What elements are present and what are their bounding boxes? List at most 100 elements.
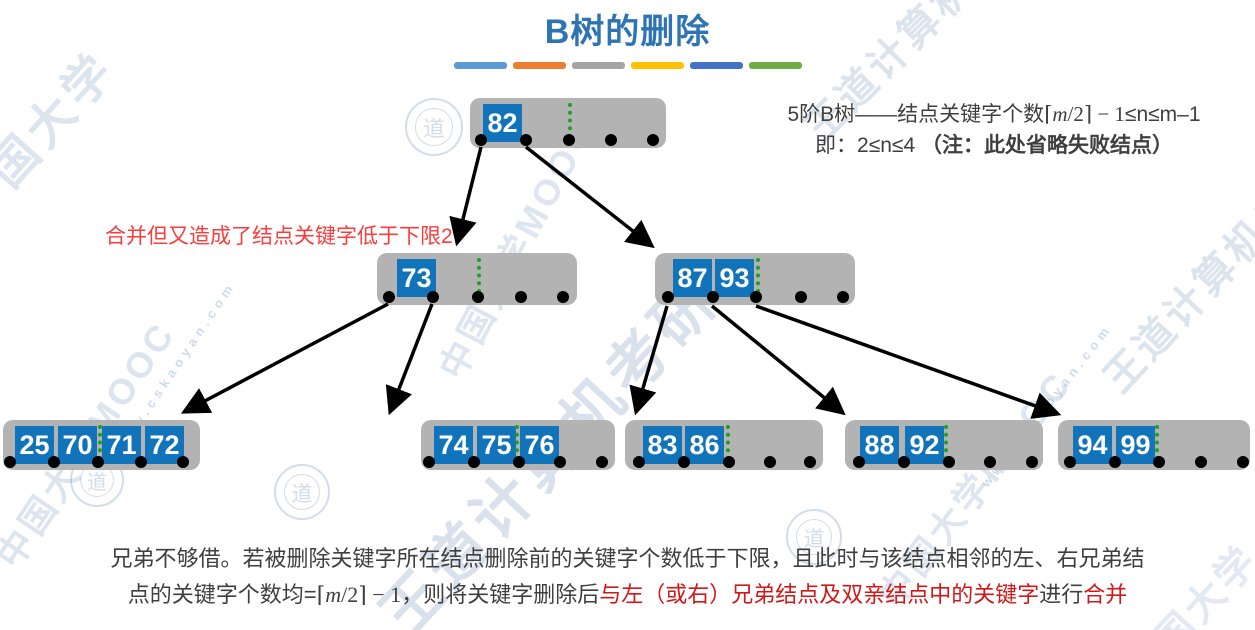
child-pointer-dot [596,456,608,468]
btree-node-node-73: 73 [377,253,577,305]
title-accent-bars [0,62,1255,69]
btree-key-25: 25 [15,426,54,464]
lower-limit-divider [98,425,102,460]
btree-rule-note: 5阶B树——结点关键字个数⌈m/2⌉ − 1≤n≤m–1 即：2≤n≤4 （注：… [739,99,1249,161]
btree-key-75: 75 [477,426,516,464]
child-pointer-dot [1026,456,1038,468]
accent-bar [630,62,684,69]
formula-m-2: m [325,582,342,607]
child-pointer-dot [475,134,487,146]
child-pointer-dot [557,291,569,303]
btree-key-99: 99 [1116,426,1155,464]
accent-bar [571,62,625,69]
child-pointer-dot [837,291,849,303]
child-pointer-dot [1064,456,1076,468]
rule-line-2: 即：2≤n≤4 （注：此处省略失败结点） [739,130,1249,161]
child-pointer-dot [647,134,659,146]
child-pointer-dot [943,456,955,468]
btree-key-82: 82 [483,104,522,142]
explanation-line-1: 兄弟不够借。若被删除关键字所在结点删除前的关键字个数低于下限，且此时与该结点相邻… [110,546,1145,571]
child-pointer-dot [1195,456,1207,468]
child-pointer-dot [135,456,147,468]
child-pointer-dot [472,291,484,303]
rule-line-1: 5阶B树——结点关键字个数⌈m/2⌉ − 1≤n≤m–1 [739,99,1249,130]
child-pointer-dot [513,456,525,468]
rule-line-2-text: 即：2≤n≤4 [815,134,921,157]
child-pointer-dot [764,456,776,468]
btree-key-93: 93 [715,259,754,297]
formula-m: m [1052,102,1068,126]
child-pointer-dot [515,291,527,303]
child-pointer-dot [707,291,719,303]
child-pointer-dot [633,456,645,468]
rule-line-1-text: 5阶B树——结点关键字个数 [787,103,1045,126]
btree-key-86: 86 [685,426,724,464]
child-pointer-dot [563,134,575,146]
child-pointer-dot [92,456,104,468]
btree-key-74: 74 [434,426,473,464]
btree-key-73: 73 [397,259,436,297]
accent-bar [512,62,566,69]
explain-red-merge: 合并 [1083,582,1128,607]
child-pointer-dot [48,456,60,468]
child-pointer-dot [520,134,532,146]
explanation-line-2: 点的关键字个数均=⌈m/2⌉ − 1，则将关键字删除后与左（或右）兄弟结点及双亲… [0,577,1255,613]
child-pointer-dot [4,456,16,468]
child-pointer-dot [678,456,690,468]
accent-bar [689,62,743,69]
btree-key-76: 76 [520,426,559,464]
formula-rest-2: /2⌉ − 1 [341,582,402,607]
child-pointer-dot [427,291,439,303]
accent-bar [453,62,507,69]
child-pointer-dot [898,456,910,468]
explanation-block: 兄弟不够借。若被删除关键字所在结点删除前的关键字个数低于下限，且此时与该结点相邻… [0,541,1255,613]
child-pointer-dot [605,134,617,146]
child-pointer-dot [1237,456,1249,468]
btree-key-87: 87 [673,259,712,297]
child-pointer-dot [554,456,566,468]
lower-limit-divider [726,425,730,460]
lower-limit-divider [568,103,572,138]
child-pointer-dot [177,456,189,468]
child-pointer-dot [853,456,865,468]
explain-g3: 进行 [1039,582,1084,607]
explain-g1: 点的关键字个数均= [127,582,317,607]
accent-bar [748,62,802,69]
child-pointer-dot [723,456,735,468]
btree-key-88: 88 [860,426,899,464]
rule-line-1-range: ≤n≤m–1 [1124,103,1201,126]
lower-limit-divider [756,258,760,293]
btree-key-71: 71 [102,426,141,464]
btree-key-70: 70 [58,426,97,464]
formula-rest: /2⌉ − 1 [1067,102,1125,126]
child-pointer-dot [662,291,674,303]
child-pointer-dot [750,291,762,303]
child-pointer-dot [984,456,996,468]
child-pointer-dot [423,456,435,468]
child-pointer-dot [1153,456,1165,468]
ceil-open: ⌈ [1044,102,1053,126]
explain-g2: ，则将关键字删除后 [401,582,600,607]
page-title: B树的删除 [544,13,711,51]
btree-key-94: 94 [1073,426,1112,464]
child-pointer-dot [1109,456,1121,468]
btree-key-92: 92 [905,426,944,464]
btree-node-root-82: 82 [470,98,666,148]
lower-limit-divider [515,425,519,460]
btree-key-83: 83 [643,426,682,464]
ceil-open-2: ⌈ [316,582,326,607]
lower-limit-divider [944,425,948,460]
child-pointer-dot [383,291,395,303]
child-pointer-dot [795,291,807,303]
explain-red-merge-targets: 与左（或右）兄弟结点及双亲结点中的关键字 [599,582,1040,607]
child-pointer-dot [468,456,480,468]
lower-limit-divider [1155,425,1159,460]
merge-warning-annotation: 合并但又造成了结点关键字低于下限2 [105,225,453,248]
